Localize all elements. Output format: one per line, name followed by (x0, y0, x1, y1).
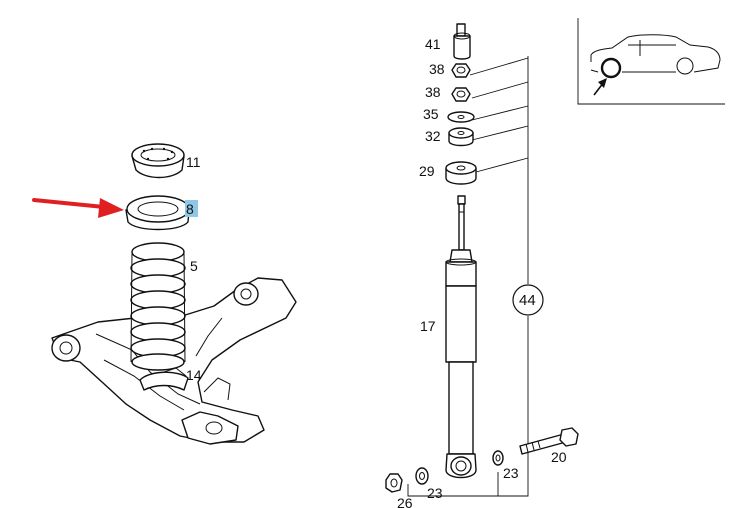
car-location-inset (577, 18, 725, 105)
callout-11: 11 (186, 154, 201, 170)
lower-bushing (445, 161, 477, 185)
rubber-mount (131, 143, 185, 179)
dust-cap (453, 23, 471, 60)
callout-14: 14 (186, 367, 202, 383)
spring-pad (125, 195, 190, 231)
bolt-washer-right (492, 450, 504, 466)
callout-38-upper: 38 (429, 61, 445, 77)
callout-8: 8 (186, 201, 194, 217)
washer (447, 111, 475, 123)
shock-absorber (445, 195, 477, 479)
rear-wheel-marker (600, 57, 622, 79)
callout-26: 26 (397, 495, 413, 508)
bolt-washer-left (415, 467, 429, 485)
callout-29: 29 (419, 163, 435, 179)
callout-38-lower: 38 (425, 84, 441, 100)
red-pointer-arrow (32, 198, 124, 218)
nut-upper (451, 63, 471, 78)
highlight-label-box (185, 200, 198, 217)
callout-44: 44 (519, 292, 536, 309)
callout-32: 32 (425, 128, 441, 144)
spring-seat (139, 371, 189, 391)
car-side-icon (590, 34, 721, 75)
coil-spring (130, 242, 186, 371)
nut-lower (451, 87, 471, 102)
callout-23-left: 23 (427, 485, 443, 501)
callout-17: 17 (420, 318, 436, 334)
callout-35: 35 (423, 106, 439, 122)
location-arrow-icon (593, 78, 607, 96)
callout-5: 5 (190, 258, 198, 274)
mounting-bolt (519, 427, 579, 455)
callout-44-circle (512, 284, 544, 316)
callout-41: 41 (425, 36, 441, 52)
callout-20: 20 (551, 449, 567, 465)
upper-bushing (448, 127, 474, 147)
lock-nut (385, 473, 403, 493)
callout-23-right: 23 (503, 465, 519, 481)
